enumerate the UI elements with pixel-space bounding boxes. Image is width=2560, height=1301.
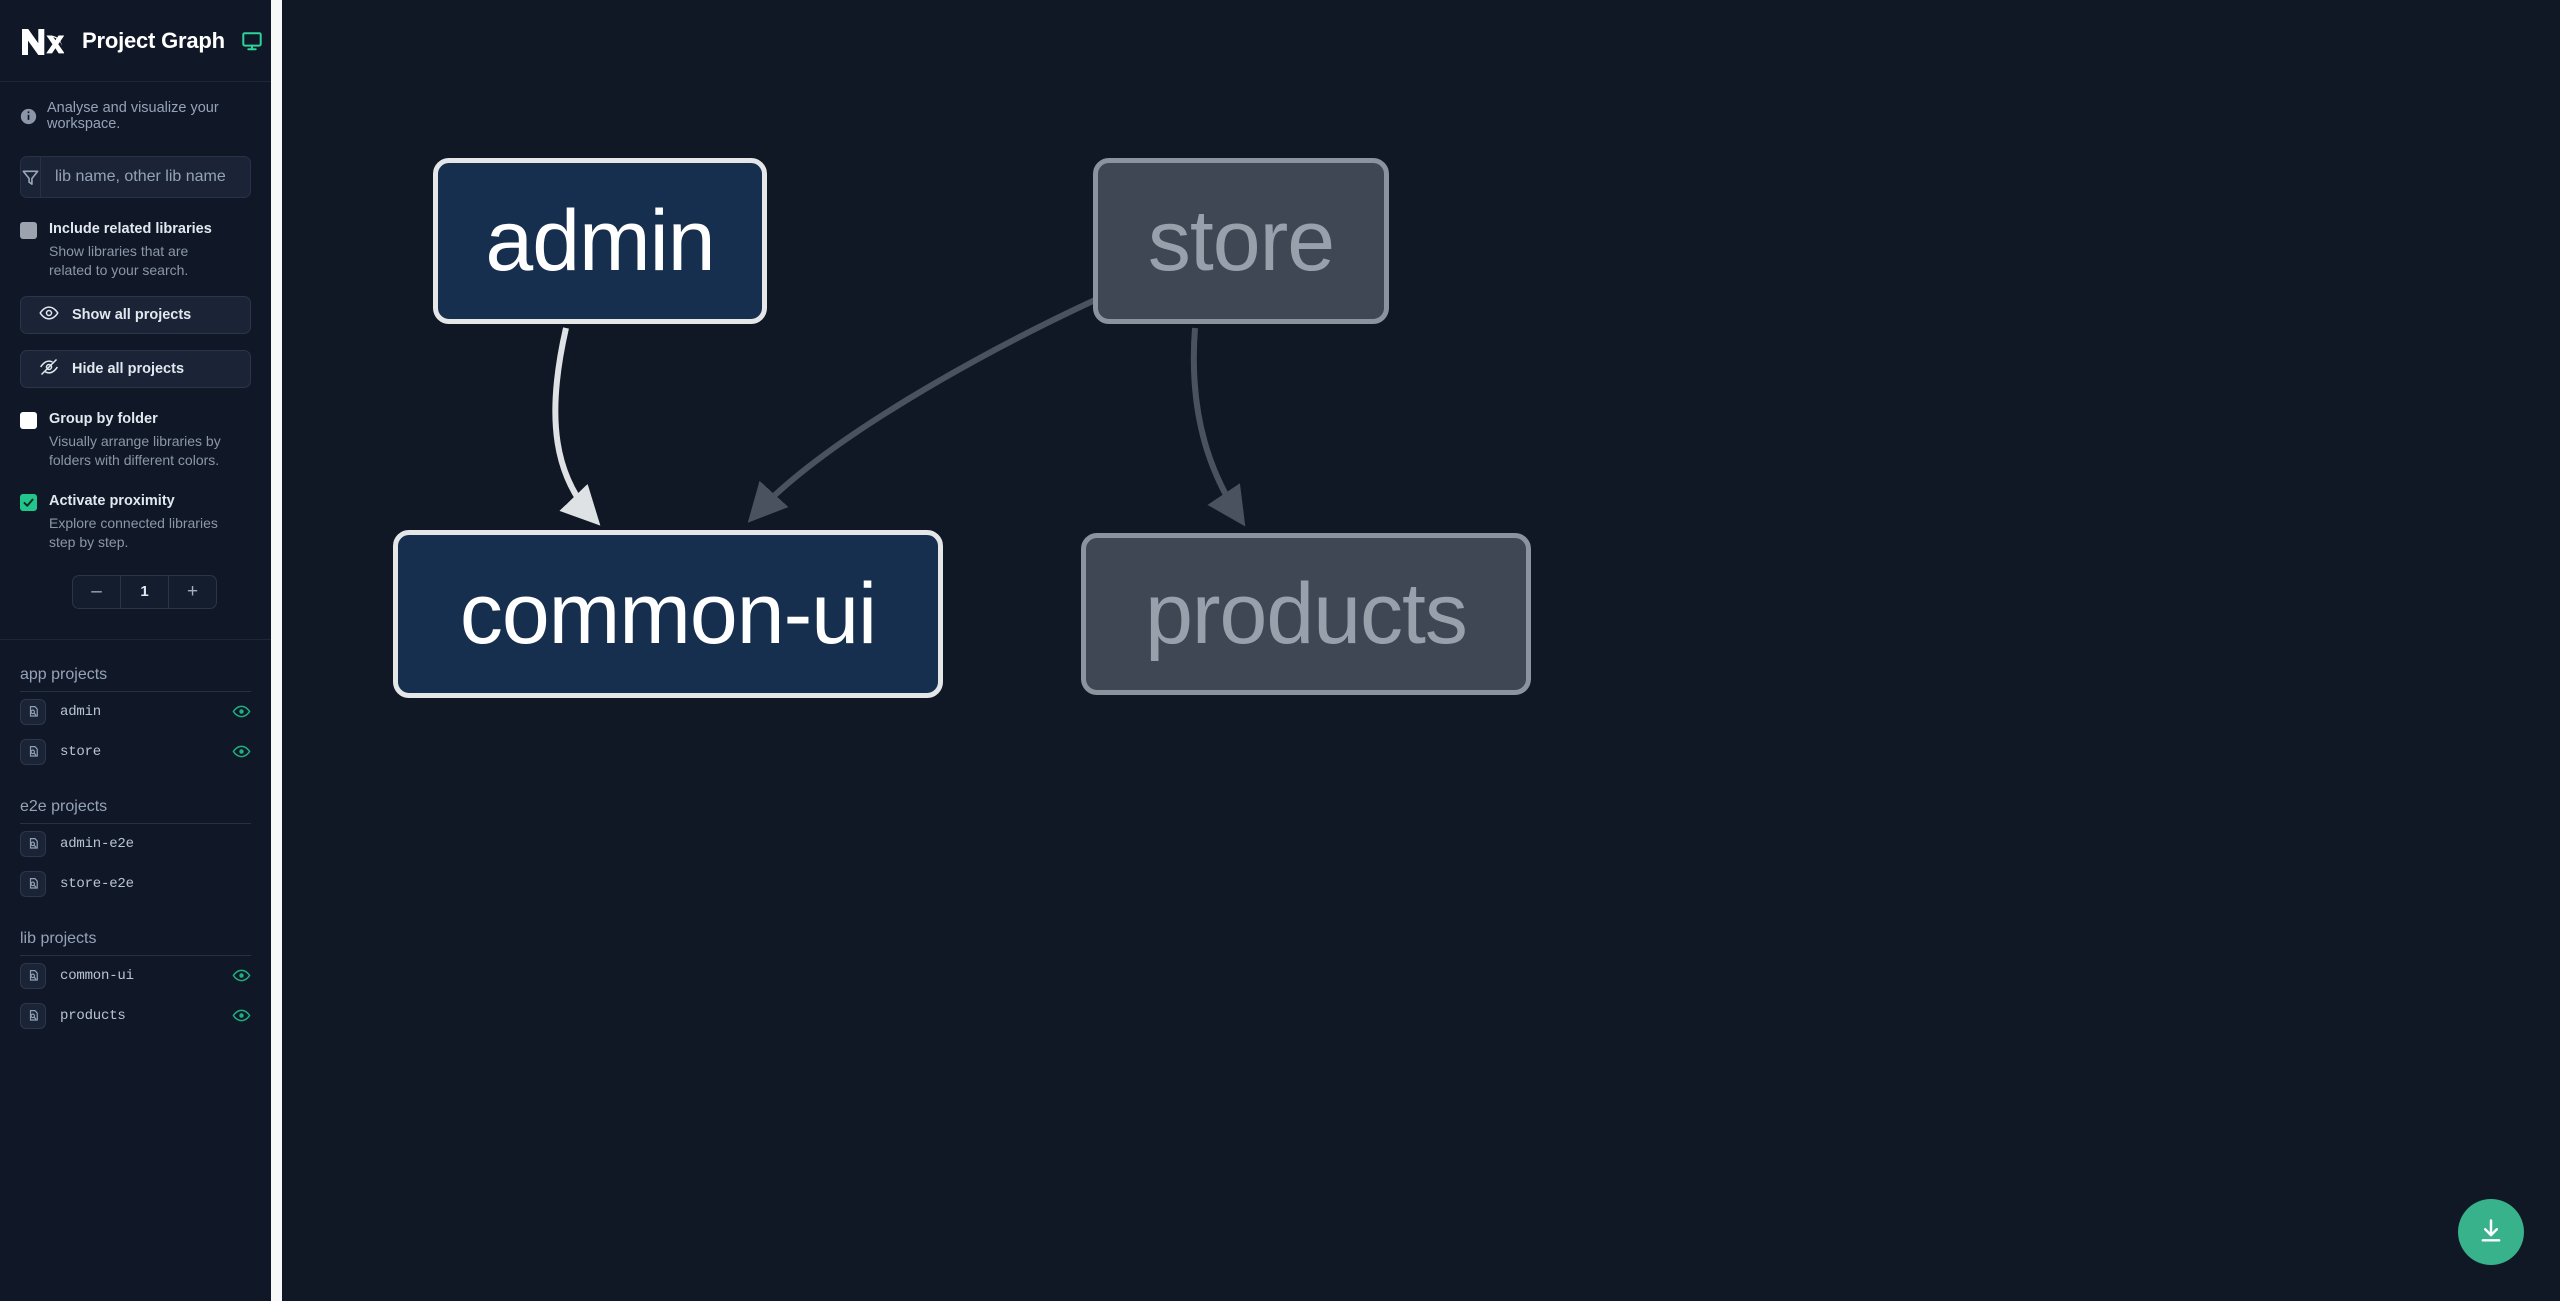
project-list-item[interactable]: admin: [20, 692, 251, 732]
project-list-item[interactable]: products: [20, 996, 251, 1036]
group-by-folder-option[interactable]: Group by folder Visually arrange librari…: [20, 410, 251, 470]
project-group: lib projects common-ui products: [0, 930, 271, 1036]
project-icon: [20, 830, 46, 857]
include-related-description: Show libraries that are related to your …: [49, 242, 189, 278]
eye-icon: [39, 303, 59, 327]
group-by-folder-checkbox[interactable]: [20, 412, 37, 430]
project-icon: [20, 698, 46, 725]
project-group: app projects admin store: [0, 666, 271, 772]
download-icon: [2477, 1217, 2505, 1248]
activate-proximity-checkbox[interactable]: [20, 494, 37, 512]
project-group-title: e2e projects: [20, 798, 251, 824]
project-list-item[interactable]: store-e2e: [20, 864, 251, 904]
hide-all-projects-label: Hide all projects: [72, 361, 185, 378]
proximity-decrement-button[interactable]: –: [73, 576, 120, 608]
project-group-title: app projects: [20, 666, 251, 692]
graph-node-common-ui[interactable]: common-ui: [393, 530, 943, 698]
project-visibility-eye-icon[interactable]: [232, 742, 251, 761]
graph-node-label: store: [1147, 193, 1335, 289]
sidebar: Project Graph Analyse and visualize your…: [0, 0, 282, 1301]
project-group: e2e projects admin-e2e store-e2e: [0, 798, 271, 904]
proximity-increment-button[interactable]: +: [169, 576, 216, 608]
proximity-value: 1: [120, 575, 169, 608]
sidebar-header: Project Graph: [0, 0, 271, 82]
graph-node-label: admin: [485, 193, 715, 289]
edge-admin-to-common-ui: [552, 327, 601, 526]
project-list-item[interactable]: common-ui: [20, 956, 251, 996]
graph-node-store[interactable]: store: [1093, 158, 1389, 324]
graph-node-label: common-ui: [459, 566, 877, 662]
project-list-item[interactable]: store: [20, 732, 251, 772]
project-name: common-ui: [60, 967, 134, 984]
group-by-folder-label: Group by folder: [49, 411, 158, 428]
project-list: app projects admin store e2e projects admin-…: [0, 640, 271, 1036]
monitor-icon[interactable]: [241, 30, 263, 52]
project-name: admin-e2e: [60, 835, 134, 852]
project-icon: [20, 962, 46, 989]
filter-icon: [21, 168, 40, 187]
project-visibility-eye-icon[interactable]: [232, 1006, 251, 1025]
project-name: store: [60, 743, 102, 760]
graph-node-label: products: [1145, 566, 1468, 662]
graph-node-admin[interactable]: admin: [433, 158, 767, 324]
tagline: Analyse and visualize your workspace.: [0, 82, 271, 146]
project-list-item[interactable]: admin-e2e: [20, 824, 251, 864]
edge-store-to-products: [1190, 327, 1246, 527]
include-related-libraries-option[interactable]: Include related libraries Show libraries…: [20, 220, 251, 280]
project-name: products: [60, 1007, 126, 1024]
project-group-title: lib projects: [20, 930, 251, 956]
project-visibility-eye-icon[interactable]: [232, 702, 251, 721]
show-all-projects-label: Show all projects: [72, 307, 192, 324]
project-visibility-eye-icon[interactable]: [232, 966, 251, 985]
project-icon: [20, 1002, 46, 1029]
activate-proximity-description: Explore connected libraries step by step…: [49, 514, 218, 551]
show-all-projects-button[interactable]: Show all projects: [20, 296, 251, 335]
include-related-label: Include related libraries: [49, 221, 212, 237]
tagline-text: Analyse and visualize your workspace.: [47, 100, 219, 132]
filter-icon-box: [21, 157, 41, 197]
search-input[interactable]: [41, 157, 250, 197]
filter-section: Include related libraries Show libraries…: [0, 146, 271, 609]
project-icon: [20, 870, 46, 897]
activate-proximity-label: Activate proximity: [49, 493, 175, 510]
project-icon: [20, 738, 46, 765]
activate-proximity-option[interactable]: Activate proximity Explore connected lib…: [20, 492, 251, 552]
graph-node-products[interactable]: products: [1081, 533, 1531, 695]
info-icon: [20, 108, 37, 125]
eye-off-icon: [39, 357, 59, 381]
project-name: store-e2e: [60, 875, 134, 892]
proximity-stepper[interactable]: – 1 +: [72, 574, 217, 609]
activate-proximity-text: Activate proximity Explore connected lib…: [49, 492, 234, 552]
nx-logo-icon: [20, 24, 65, 58]
hide-all-projects-button[interactable]: Hide all projects: [20, 350, 251, 389]
graph-canvas[interactable]: admin store common-ui products: [283, 0, 2560, 1301]
graph-edges: [552, 297, 1246, 527]
project-name: admin: [60, 703, 102, 720]
edge-store-to-common-ui: [747, 297, 1097, 523]
page-title: Project Graph: [82, 27, 225, 53]
download-graph-button[interactable]: [2458, 1199, 2524, 1265]
sidebar-divider: [0, 638, 271, 640]
include-related-text: Include related libraries Show libraries…: [49, 220, 234, 280]
search-field[interactable]: [20, 156, 251, 198]
include-related-checkbox[interactable]: [20, 222, 37, 239]
group-by-folder-text: Group by folder Visually arrange librari…: [49, 410, 234, 470]
sidebar-scrollbar[interactable]: [271, 0, 282, 1301]
group-by-folder-description: Visually arrange libraries by folders wi…: [49, 432, 221, 469]
